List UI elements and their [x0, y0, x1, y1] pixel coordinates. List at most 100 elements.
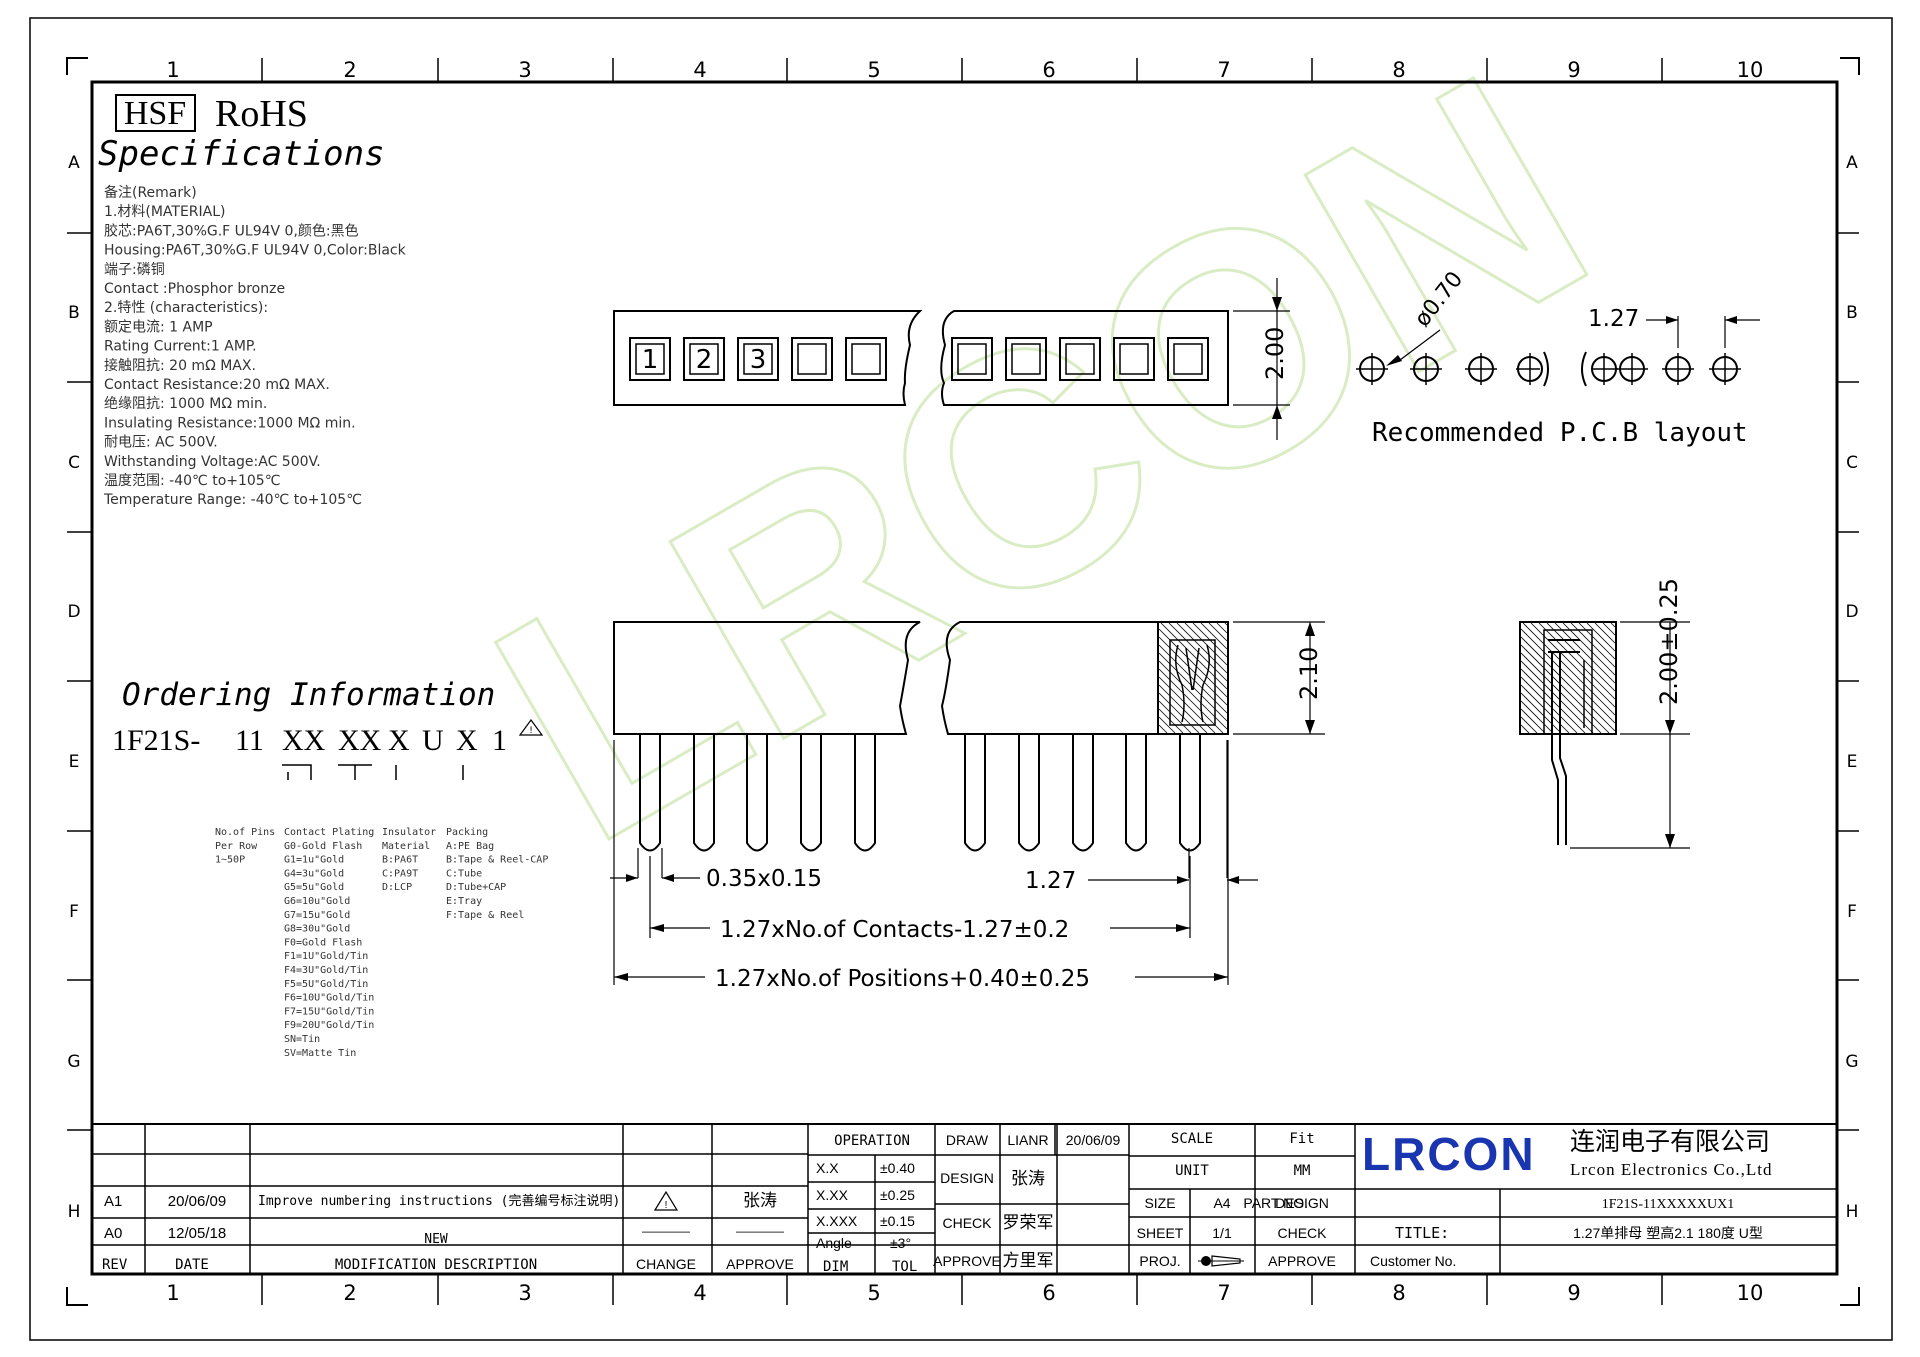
remark-line: Contact Resistance:20 mΩ MAX.: [104, 377, 330, 393]
contact-slot: [845, 337, 887, 381]
part-no-label: PART NO.: [1243, 1195, 1308, 1211]
remark-line: 接触阻抗: 20 mΩ MAX.: [104, 357, 256, 374]
rev-a1-approve: 张涛: [743, 1191, 777, 1210]
legend-line: Material: [382, 841, 430, 852]
draw-date: 20/06/09: [1066, 1132, 1121, 1148]
proj-label: PROJ.: [1139, 1253, 1180, 1269]
row-label: A: [68, 153, 80, 173]
legend-line: D:Tube+CAP: [446, 882, 506, 893]
row-label: A: [1846, 153, 1858, 173]
company-name-cn: 连润电子有限公司: [1570, 1127, 1770, 1156]
row-label: G: [67, 1052, 80, 1072]
size-label: SIZE: [1144, 1195, 1175, 1211]
projection-icon: [1198, 1255, 1244, 1267]
legend-line: C:Tube: [446, 868, 482, 879]
legend-line: G5=5u"Gold: [284, 882, 344, 893]
tol-xx-val: ±0.40: [880, 1160, 915, 1176]
code-part: X: [456, 724, 478, 757]
column-label: 1: [166, 58, 179, 82]
contact-slot-inner: [635, 343, 665, 375]
rev-a0: A0: [104, 1225, 122, 1242]
rohs-label: RoHS: [215, 93, 308, 135]
column-label: 6: [1042, 58, 1055, 82]
pin: [1179, 734, 1201, 852]
pin: [1018, 734, 1040, 852]
tol-dim: DIM: [823, 1259, 848, 1275]
size-value: A4: [1213, 1195, 1230, 1211]
tol-title: OPERATION: [834, 1133, 910, 1149]
code-part: U: [422, 724, 444, 757]
front-height-label: 2.10: [1295, 647, 1323, 700]
hsf-box: [115, 94, 196, 132]
contact-slot-inner: [797, 343, 827, 375]
contact-slot: [951, 337, 993, 381]
contact-slot: [1167, 337, 1209, 381]
column-label: 10: [1737, 58, 1764, 82]
legend-line: G6=10u"Gold: [284, 896, 350, 907]
column-label: 7: [1217, 58, 1230, 82]
column-label: 2: [343, 58, 356, 82]
column-label: 9: [1567, 58, 1580, 82]
corner-marks: [66, 57, 1860, 1306]
pcb-caption: Recommended P.C.B layout: [1372, 418, 1748, 448]
column-label: 3: [518, 1281, 531, 1305]
column-label: 5: [867, 1281, 880, 1305]
remark-line: Housing:PA6T,30%G.F UL94V 0,Color:Black: [104, 243, 407, 259]
front-pin-width-label: 0.35x0.15: [706, 866, 822, 892]
rev-a1-desc: Improve numbering instructions (完善编号标注说明…: [258, 1193, 620, 1209]
rev-a0-desc: NEW: [424, 1232, 448, 1247]
customer-label: Customer No.: [1370, 1253, 1456, 1269]
tol-xxx-val: ±0.25: [880, 1187, 915, 1203]
check-name: 罗荣军: [1003, 1213, 1054, 1232]
legend-line: C:PA9T: [382, 868, 418, 879]
code-part: XX: [282, 724, 326, 757]
column-label: 3: [518, 58, 531, 82]
remark-line: Temperature Range: -40℃ to+105℃: [103, 492, 362, 508]
contact-slot: [629, 337, 671, 381]
column-label: 7: [1217, 1281, 1230, 1305]
legend-line: F1=1U"Gold/Tin: [284, 951, 368, 962]
column-label: 8: [1392, 58, 1405, 82]
outer-frame: [29, 17, 1893, 1341]
company-logo: LRCON: [1362, 1128, 1536, 1180]
side-height-label: 2.00±0.25: [1655, 578, 1683, 705]
row-label: F: [69, 902, 79, 922]
contact-slot: [1005, 337, 1047, 381]
remark-line: 1.材料(MATERIAL): [104, 204, 225, 220]
rev-a1-date: 20/06/09: [168, 1193, 226, 1210]
row-label: F: [1847, 902, 1857, 922]
legend-line: G0-Gold Flash: [284, 841, 362, 852]
draw-name: LIANR: [1007, 1132, 1048, 1148]
contact-slot: [683, 337, 725, 381]
contact-slot-inner: [851, 343, 881, 375]
row-label: H: [68, 1202, 81, 1222]
scale-value: Fit: [1289, 1131, 1314, 1147]
legend-line: F9=20U"Gold/Tin: [284, 1020, 374, 1031]
column-ticks: [261, 58, 1663, 1305]
check-label: CHECK: [942, 1215, 992, 1231]
remark-line: 胶芯:PA6T,30%G.F UL94V 0,颜色:黑色: [104, 222, 359, 239]
hsf-label: HSF: [124, 95, 186, 132]
legend-line: No.of Pins: [215, 827, 275, 838]
spec-title: Specifications: [98, 134, 385, 174]
unit-value: MM: [1294, 1163, 1311, 1179]
legend-line: F5=5U"Gold/Tin: [284, 979, 368, 990]
row-label: C: [1846, 453, 1858, 473]
remark-line: Contact :Phosphor bronze: [104, 281, 285, 297]
legend-line: Contact Plating: [284, 827, 374, 838]
title-label: TITLE:: [1395, 1224, 1449, 1242]
design2-label: DESIGN: [1275, 1195, 1329, 1211]
ordering-title: Ordering Information: [122, 677, 495, 713]
legend-line: B:Tape & Reel-CAP: [446, 855, 548, 866]
legend-line: F4=3U"Gold/Tin: [284, 965, 368, 976]
legend-line: 1~50P: [215, 855, 245, 866]
approve2-label: APPROVE: [1268, 1253, 1336, 1269]
pin-number: 1: [642, 345, 659, 375]
company-name-en: Lrcon Electronics Co.,Ltd: [1570, 1160, 1773, 1179]
legend-line: F7=15U"Gold/Tin: [284, 1006, 374, 1017]
contact-slot-inner: [689, 343, 719, 375]
approve-name: 方里军: [1003, 1251, 1054, 1270]
